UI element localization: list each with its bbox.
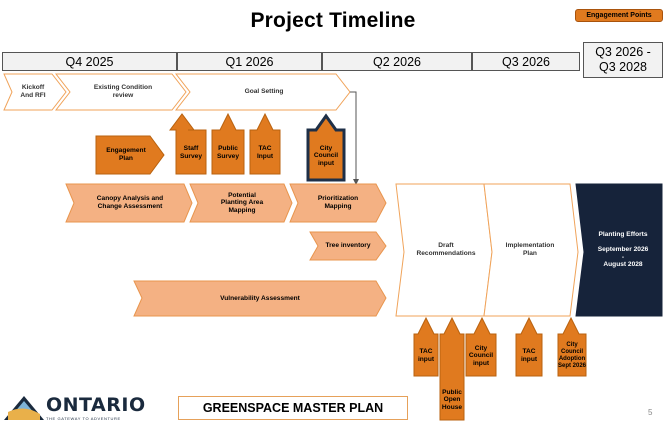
tac-input-q1-label: TAC Input bbox=[256, 145, 274, 160]
phase-kickoff-shape bbox=[3, 73, 67, 111]
ontario-logo-mark bbox=[4, 396, 44, 420]
public-survey-arrow-shape bbox=[211, 112, 245, 175]
phase-draft-label: Draft Recommendations bbox=[416, 242, 476, 257]
city-council-q1-arrow-shape bbox=[306, 113, 346, 182]
phase-implementation-label: Implementation Plan bbox=[505, 242, 555, 257]
phase-goal-shape bbox=[174, 73, 351, 111]
open-house-label: Public Open House bbox=[441, 388, 463, 411]
phase-prioritization-label: Prioritization Mapping bbox=[317, 195, 359, 210]
phase-planting-label: Planting Efforts September 2026 - August… bbox=[597, 231, 649, 269]
phase-prioritization-shape bbox=[289, 183, 387, 223]
quarter-q4-2025: Q4 2025 bbox=[2, 52, 177, 71]
city-council-draft-arrow-shape bbox=[465, 316, 497, 377]
quarter-q1-2026: Q1 2026 bbox=[177, 52, 322, 71]
tac-input-draft-label: TAC input bbox=[417, 348, 435, 363]
page-title: Project Timeline bbox=[250, 9, 416, 32]
phase-existing-label: Existing Condition review bbox=[93, 84, 153, 99]
legend-engagement-points: Engagement Points bbox=[575, 9, 663, 22]
phase-implementation-shape bbox=[483, 183, 579, 317]
phase-vulnerability-label: Vulnerability Assessment bbox=[220, 294, 300, 302]
tac-input-impl-label: TAC input bbox=[520, 348, 538, 363]
phase-planting-shape bbox=[575, 183, 663, 317]
staff-survey-arrow-shape bbox=[169, 113, 207, 175]
city-council-adoption-arrow-shape bbox=[557, 316, 587, 377]
engagement-plan-shape bbox=[95, 135, 165, 175]
page-number: 5 bbox=[648, 408, 653, 417]
city-council-adoption-label: City Council Adoption Sept 2026 bbox=[557, 342, 587, 369]
quarter-q3-2026-q3-2028: Q3 2026 - Q3 2028 bbox=[583, 42, 663, 78]
phase-canopy-label: Canopy Analysis and Change Assessment bbox=[96, 195, 164, 210]
engagement-plan-label: Engagement Plan bbox=[106, 147, 146, 162]
phase-existing-shape bbox=[54, 73, 187, 111]
ontario-logo-tagline: THE GATEWAY TO ADVENTURE bbox=[46, 416, 121, 421]
phase-canopy-shape bbox=[65, 183, 193, 223]
phase-kickoff-label: Kickoff And RFI bbox=[20, 84, 46, 99]
public-survey-label: Public Survey bbox=[217, 145, 239, 160]
phase-tree-inventory-shape bbox=[309, 231, 387, 261]
tac-input-q1-arrow-shape bbox=[249, 112, 281, 175]
tac-input-impl-arrow-shape bbox=[515, 316, 543, 377]
phase-potential-label: Potential Planting Area Mapping bbox=[220, 191, 264, 214]
city-council-draft-label: City Council input bbox=[468, 344, 494, 367]
phase-tree-inventory-label: Tree inventory bbox=[325, 242, 371, 250]
phase-potential-shape bbox=[189, 183, 293, 223]
phase-goal-label: Goal Setting bbox=[244, 88, 284, 96]
phase-vulnerability-shape bbox=[133, 280, 387, 317]
plan-name-banner: GREENSPACE MASTER PLAN bbox=[178, 396, 408, 420]
quarter-q2-2026: Q2 2026 bbox=[322, 52, 472, 71]
city-council-q1-label: City Council input bbox=[313, 144, 339, 167]
staff-survey-label: Staff Survey bbox=[180, 145, 202, 160]
goal-connector-line bbox=[350, 91, 359, 185]
tac-input-draft-arrow-shape bbox=[413, 316, 439, 377]
ontario-logo-text: ONTARIO bbox=[46, 394, 146, 416]
open-house-arrow-shape bbox=[439, 316, 465, 421]
quarter-q3-2026: Q3 2026 bbox=[472, 52, 580, 71]
